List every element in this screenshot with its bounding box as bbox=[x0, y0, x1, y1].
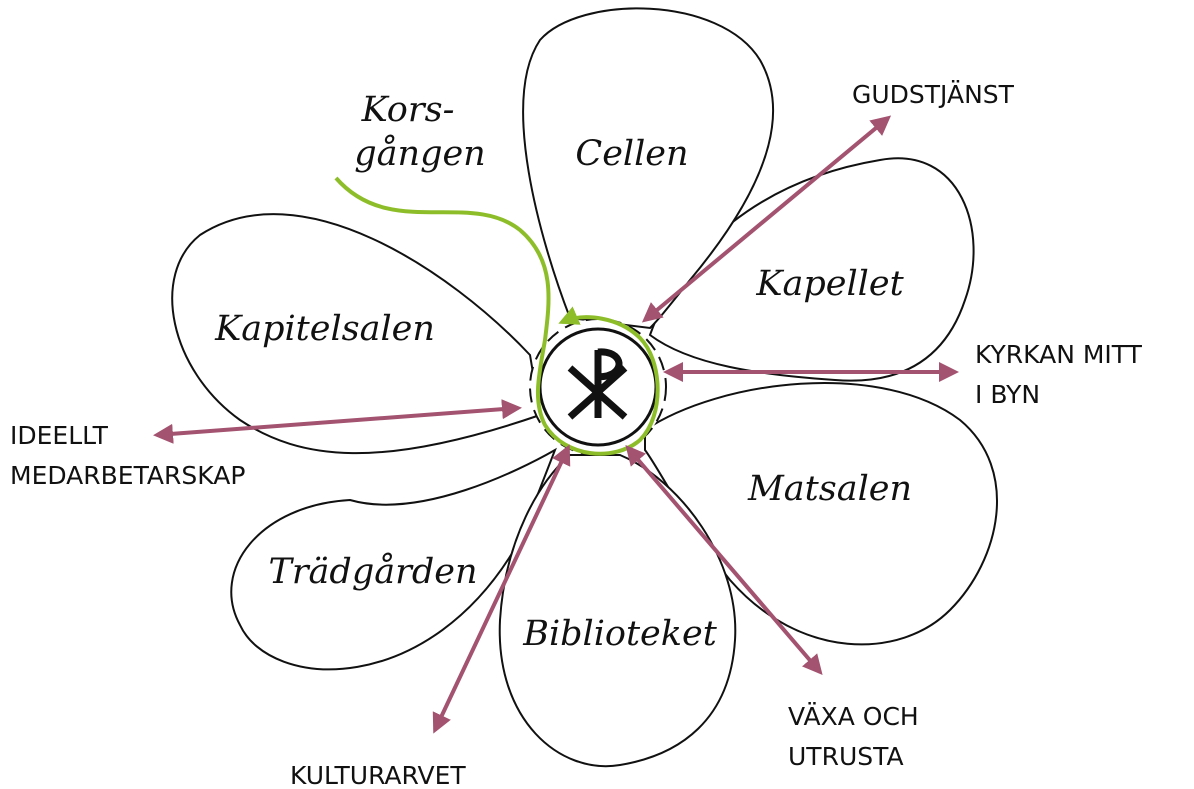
label-tradgarden: Trädgården bbox=[268, 551, 477, 592]
arrow-vaxa-och-utrusta bbox=[625, 444, 823, 676]
label-kulturarvet: KULTURARVET bbox=[290, 761, 466, 789]
label-korsgangen-line1: Kors- bbox=[361, 90, 455, 130]
label-kapitelsalen: Kapitelsalen bbox=[214, 309, 435, 349]
label-kyrkan-line2: I BYN bbox=[975, 380, 1040, 409]
arrow-gudstjanst bbox=[641, 115, 892, 323]
chi-rho-symbol bbox=[567, 348, 628, 420]
label-korsgangen-line2: gången bbox=[354, 133, 485, 174]
label-matsalen: Matsalen bbox=[747, 469, 912, 509]
arrow-ideellt-medarbetarskap bbox=[153, 399, 522, 444]
cloister-path bbox=[334, 176, 660, 456]
label-ideellt-line2: MEDARBETARSKAP bbox=[10, 461, 245, 490]
label-kyrkan-line1: KYRKAN MITT bbox=[975, 340, 1143, 369]
label-biblioteket: Biblioteket bbox=[522, 614, 717, 654]
label-vaxa-line2: UTRUSTA bbox=[788, 742, 904, 771]
label-cellen: Cellen bbox=[575, 134, 688, 174]
label-vaxa-line1: VÄXA OCH bbox=[788, 702, 919, 731]
label-ideellt-line1: IDEELLT bbox=[10, 421, 109, 450]
label-gudstjanst: GUDSTJÄNST bbox=[852, 80, 1015, 109]
label-kapellet: Kapellet bbox=[755, 264, 904, 304]
arrow-kulturarvet bbox=[432, 444, 571, 734]
petal-kapitelsalen bbox=[171, 213, 542, 455]
